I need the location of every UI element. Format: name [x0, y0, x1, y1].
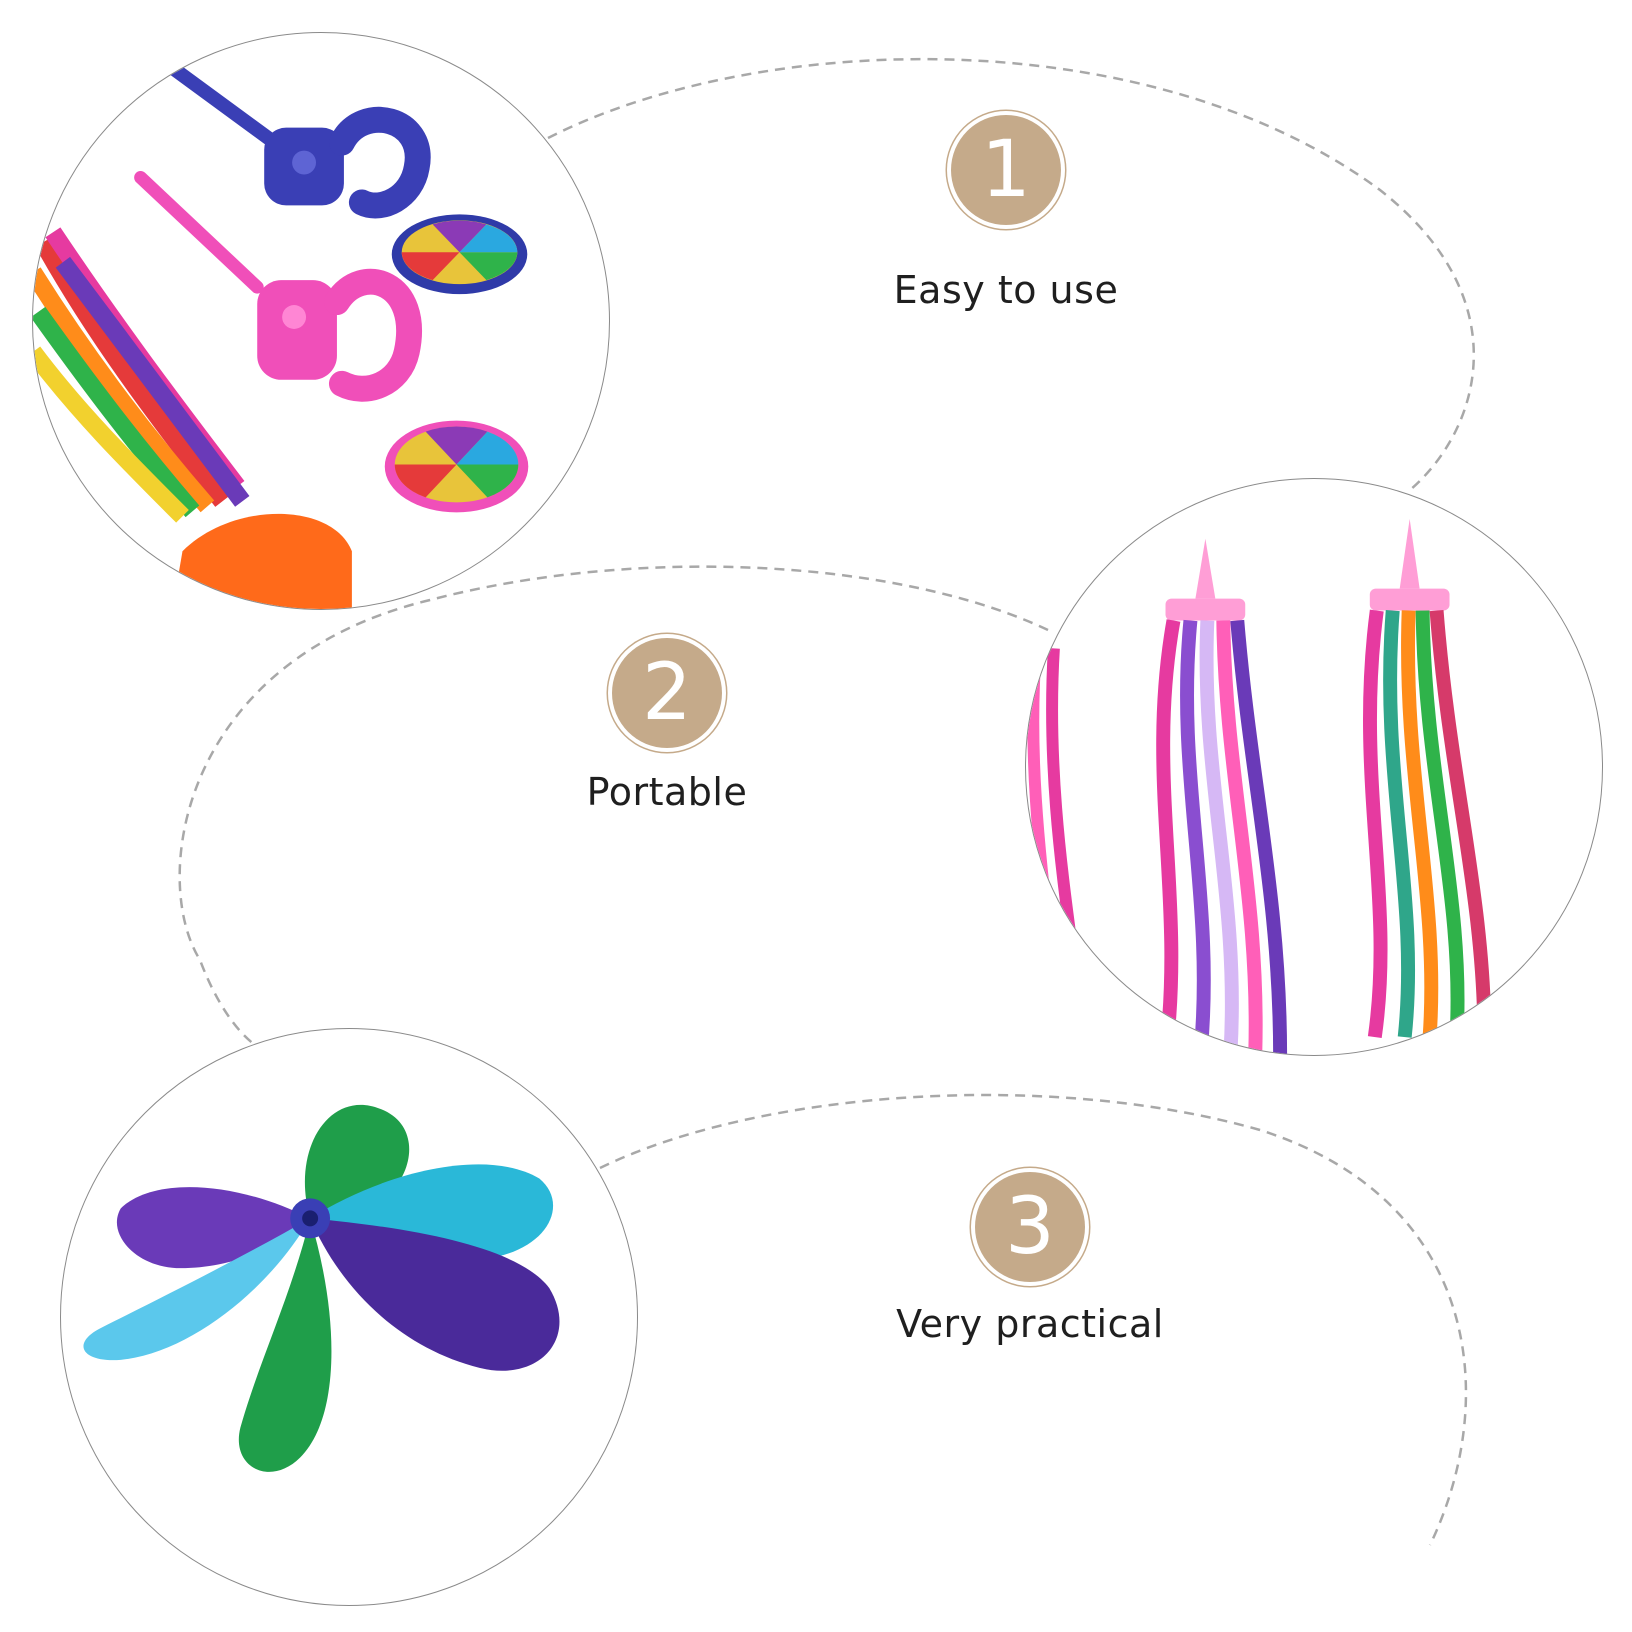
product-photo-tassels: [1025, 478, 1603, 1056]
feature-number-badge-2: 2: [612, 638, 722, 748]
streamers: [33, 227, 250, 523]
feature-number-badge-3: 3: [975, 1172, 1085, 1282]
product-photo-pinwheel: [60, 1028, 638, 1606]
orange-blade: [172, 513, 352, 609]
pinwheel: [83, 1104, 560, 1472]
tassel-right: [1363, 518, 1492, 1039]
dashed-curve-3: [599, 1093, 1468, 1546]
feature-label-portable: Portable: [586, 770, 748, 814]
product-photo-clips-spinners: [32, 32, 610, 610]
tassel-left: [1156, 538, 1288, 1055]
feature-number-badge-1: 1: [951, 115, 1061, 225]
feature-label-very-practical: Very practical: [896, 1302, 1164, 1346]
blue-clip: [165, 60, 431, 219]
feature-label-easy-to-use: Easy to use: [893, 268, 1119, 312]
pinwheel-illustration: [83, 1104, 560, 1472]
pink-clip: [134, 171, 422, 402]
clips-spinners-illustration: [33, 60, 529, 609]
dashed-curve-2: [178, 565, 1049, 1046]
spinner-disc-bottom: [384, 420, 529, 513]
tassels-illustration: [1027, 518, 1492, 1055]
dashed-curve-1: [547, 57, 1475, 491]
spinner-disc-top: [391, 214, 528, 295]
